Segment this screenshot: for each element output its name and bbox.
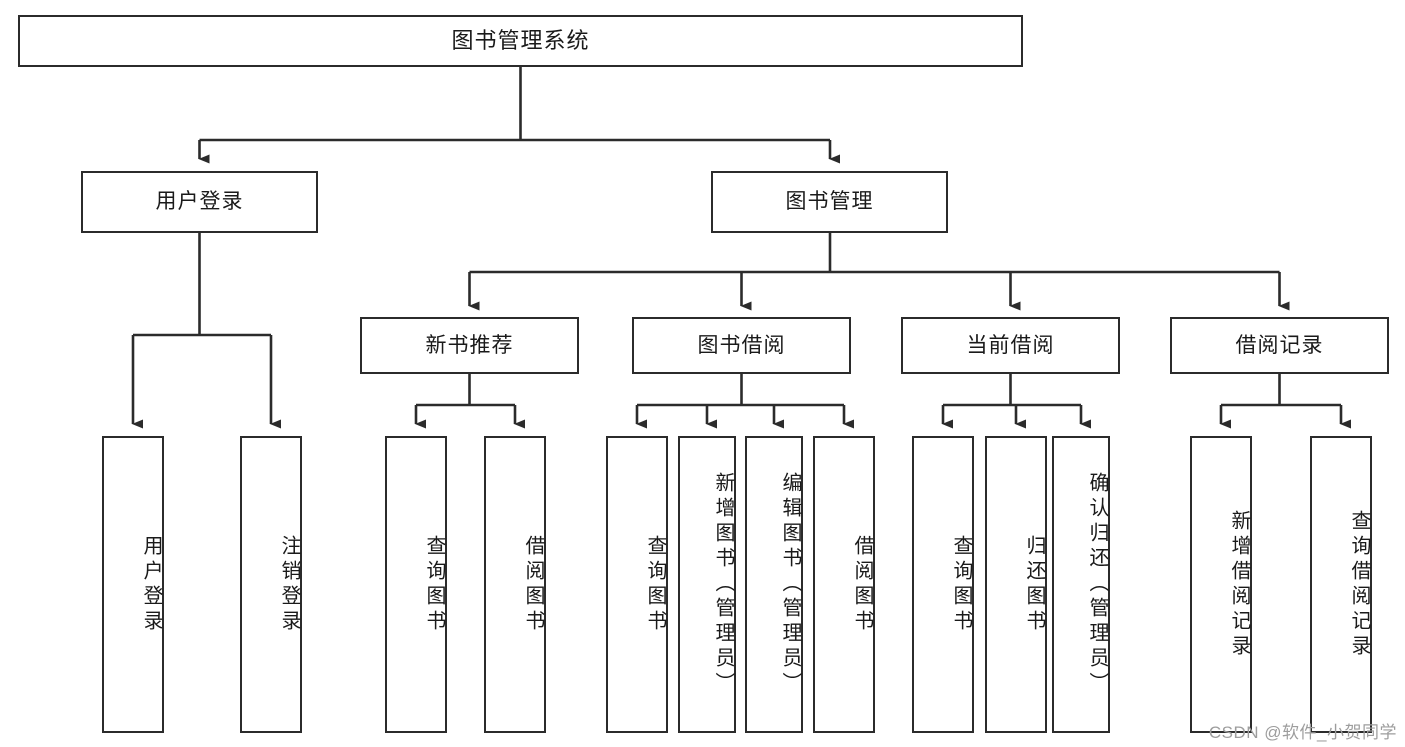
leaf-query-book-borrow[interactable]: 查询图书 xyxy=(606,436,668,733)
node-label: 新增图书（管理员） xyxy=(712,472,734,697)
node-label: 图书管理 xyxy=(785,190,874,214)
leaf-query-book-current[interactable]: 查询图书 xyxy=(912,436,974,733)
node-label: 图书借阅 xyxy=(697,333,786,357)
leaf-return-book[interactable]: 归还图书 xyxy=(985,436,1047,733)
node-user-login[interactable]: 用户登录 xyxy=(81,171,318,233)
leaf-add-book-admin[interactable]: 新增图书（管理员） xyxy=(678,436,736,733)
node-new-book-recommend[interactable]: 新书推荐 xyxy=(360,317,579,374)
node-label: 借阅图书 xyxy=(522,534,544,635)
node-label: 查询图书 xyxy=(644,534,666,635)
node-label: 当前借阅 xyxy=(966,333,1055,357)
node-label: 图书管理系统 xyxy=(451,27,590,53)
leaf-query-book-rec[interactable]: 查询图书 xyxy=(385,436,447,733)
node-label: 新增借阅记录 xyxy=(1228,509,1250,660)
leaf-borrow-book-rec[interactable]: 借阅图书 xyxy=(484,436,546,733)
node-current-borrow[interactable]: 当前借阅 xyxy=(901,317,1120,374)
node-label: 确认归还（管理员） xyxy=(1086,472,1108,697)
leaf-confirm-return-admin[interactable]: 确认归还（管理员） xyxy=(1052,436,1110,733)
node-label: 编辑图书（管理员） xyxy=(779,472,801,697)
csdn-watermark: CSDN @软件_小贺同学 xyxy=(1208,723,1397,742)
node-label: 新书推荐 xyxy=(425,333,514,357)
leaf-logout[interactable]: 注销登录 xyxy=(240,436,302,733)
node-label: 借阅图书 xyxy=(851,534,873,635)
node-label: 归还图书 xyxy=(1023,534,1045,635)
node-label: 用户登录 xyxy=(155,190,244,214)
leaf-add-borrow-record[interactable]: 新增借阅记录 xyxy=(1190,436,1252,733)
node-label: 用户登录 xyxy=(140,534,162,635)
leaf-user-login[interactable]: 用户登录 xyxy=(102,436,164,733)
node-borrow-record[interactable]: 借阅记录 xyxy=(1170,317,1389,374)
node-root-system[interactable]: 图书管理系统 xyxy=(18,15,1023,67)
node-label: 查询图书 xyxy=(950,534,972,635)
node-label: 查询图书 xyxy=(423,534,445,635)
leaf-query-borrow-record[interactable]: 查询借阅记录 xyxy=(1310,436,1372,733)
node-label: 注销登录 xyxy=(278,534,300,635)
node-book-management[interactable]: 图书管理 xyxy=(711,171,948,233)
node-book-borrow[interactable]: 图书借阅 xyxy=(632,317,851,374)
leaf-borrow-book[interactable]: 借阅图书 xyxy=(813,436,875,733)
leaf-edit-book-admin[interactable]: 编辑图书（管理员） xyxy=(745,436,803,733)
node-label: 查询借阅记录 xyxy=(1348,509,1370,660)
node-label: 借阅记录 xyxy=(1235,333,1324,357)
